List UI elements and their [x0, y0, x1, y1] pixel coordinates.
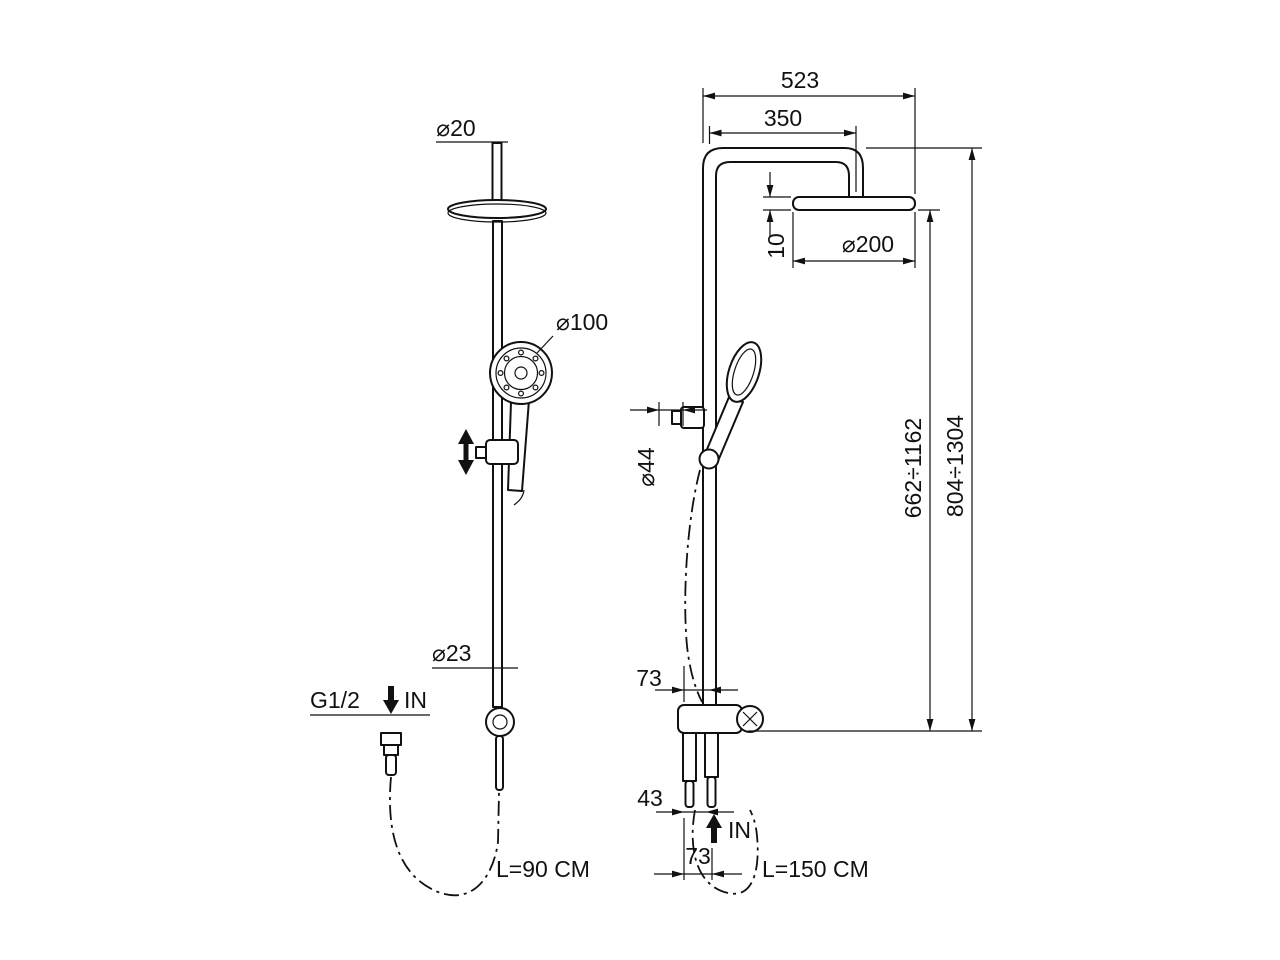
- dim-label-phi23: ⌀23: [432, 640, 471, 666]
- dim-350: 350: [708, 105, 857, 192]
- front-hand-shower: [489, 341, 553, 506]
- valve-housing: [677, 704, 743, 734]
- label-inlet-in-side: IN: [728, 817, 751, 843]
- bracket-knob: [475, 446, 487, 459]
- front-inlet-connector: [380, 732, 402, 776]
- dim-label-523: 523: [781, 67, 819, 93]
- hand-shower-face-outer: [489, 341, 553, 405]
- dim-73-upper: 73: [636, 665, 738, 702]
- dim-10: 10: [763, 172, 791, 259]
- right-nipple-tip: [706, 776, 717, 808]
- outlet-ring-outer: [485, 707, 515, 737]
- head-top-ellipse: [447, 199, 547, 219]
- label-hose-length-side: L=150 CM: [762, 856, 869, 882]
- outlet-ring-inner: [492, 714, 508, 730]
- dim-label-73-upper: 73: [636, 665, 662, 691]
- dim-label-phi44: ⌀44: [633, 447, 659, 487]
- side-flex-hose-upper: [684, 469, 703, 703]
- bracket-body: [485, 439, 519, 465]
- label-inlet-in-front: IN: [404, 687, 427, 713]
- dim-43: 43: [637, 785, 734, 816]
- dim-label-804-1304: 804÷1304: [942, 415, 968, 517]
- dim-73-lower: 73: [654, 818, 742, 880]
- spray-nozzle-dots: [497, 349, 545, 397]
- dim-804-1304: 804÷1304: [866, 147, 982, 731]
- front-slider-bracket: [475, 439, 519, 465]
- hand-shower-face-center: [514, 366, 528, 380]
- left-nipple-body: [682, 732, 697, 782]
- side-valve-body: [677, 704, 764, 808]
- dim-phi200: ⌀200: [792, 212, 916, 268]
- connector-collar: [383, 744, 399, 756]
- label-inlet-thread: G1/2: [310, 687, 360, 713]
- connector-sleeve: [385, 754, 397, 776]
- phi100-leader-line: [536, 335, 554, 354]
- front-view: ⌀20: [310, 115, 608, 897]
- pivot-ball: [698, 448, 720, 470]
- left-nipple-tip: [684, 780, 695, 808]
- dim-label-43: 43: [637, 785, 663, 811]
- dim-label-350: 350: [764, 105, 802, 131]
- dim-label-phi100: ⌀100: [556, 309, 608, 335]
- stem-outline: [491, 142, 503, 201]
- front-rain-head: [447, 199, 547, 223]
- up-down-arrow-icon: [458, 429, 474, 475]
- head-side-inner: [731, 348, 757, 396]
- holder-knob: [671, 410, 682, 425]
- side-riser-and-arm: [702, 147, 864, 733]
- inlet-up-arrow-icon: [706, 814, 722, 843]
- front-flex-hose: [389, 776, 500, 897]
- dim-label-10: 10: [763, 233, 789, 259]
- arm-outer-contour: [702, 147, 864, 733]
- dim-phi44: ⌀44: [630, 402, 707, 487]
- right-nipple-body: [704, 732, 719, 778]
- hand-shower-face-mid: [495, 347, 547, 399]
- connector-nut: [380, 732, 402, 746]
- hand-shower-hose-tail: [513, 489, 525, 506]
- knob-cross-b: [742, 711, 758, 727]
- dim-label-662-1162: 662÷1162: [900, 418, 926, 518]
- dim-523: 523: [702, 67, 916, 194]
- arm-inner-contour: [715, 161, 850, 733]
- front-hose-outlet: [485, 707, 515, 791]
- side-rain-head: [792, 196, 916, 211]
- side-hand-shower: [671, 341, 763, 470]
- side-view: 523 350 10 ⌀200: [630, 67, 982, 895]
- side-flex-hose-lower: [691, 809, 759, 895]
- dim-label-73-lower: 73: [685, 843, 711, 869]
- head-side-outer: [725, 341, 763, 403]
- hand-shower-face-inner: [503, 355, 539, 391]
- dim-662-1162: 662÷1162: [748, 209, 982, 732]
- outlet-tail-pipe: [495, 735, 504, 791]
- dim-label-phi20: ⌀20: [436, 115, 475, 141]
- dim-label-phi200: ⌀200: [842, 231, 894, 257]
- label-hose-length-front: L=90 CM: [496, 856, 590, 882]
- front-top-stem: [436, 141, 508, 201]
- inlet-down-arrow-icon: [383, 686, 399, 714]
